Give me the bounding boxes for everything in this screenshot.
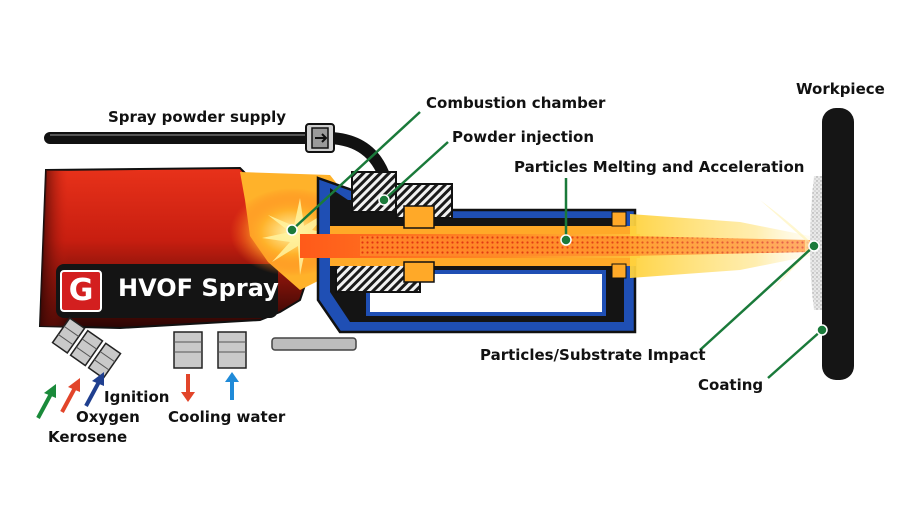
cooling-in-arrow-icon (225, 372, 239, 400)
ignition-arrow-icon (84, 372, 104, 407)
label-spray-powder-supply: Spray powder supply (108, 108, 287, 126)
kerosene-arrow-icon (36, 384, 56, 419)
label-oxygen: Oxygen (76, 408, 140, 426)
leader-particles-impact (699, 245, 815, 351)
gas-arrows (36, 372, 104, 419)
workpiece-bar (822, 108, 854, 380)
brand-logo-icon: G (60, 270, 102, 312)
label-kerosene: Kerosene (48, 428, 128, 446)
gas-fittings (51, 317, 122, 380)
leader-dots (286, 194, 828, 336)
label-workpiece: Workpiece (796, 80, 885, 98)
label-combustion-chamber: Combustion chamber (426, 94, 606, 112)
label-particles-melting: Particles Melting and Acceleration (514, 158, 805, 176)
label-powder-injection: Powder injection (452, 128, 595, 146)
brand-badge: G HVOF Spray (60, 268, 280, 316)
label-particles-impact: Particles/Substrate Impact (480, 346, 706, 364)
cooling-fittings (173, 331, 247, 369)
label-cooling-water: Cooling water (168, 408, 286, 426)
leader-coating (767, 329, 823, 379)
spray-jet (300, 200, 814, 292)
brand-plate (56, 264, 278, 318)
cooling-arrows (181, 372, 239, 402)
brand-name: HVOF Spray (118, 274, 279, 302)
spray-powder-hose (44, 123, 391, 184)
leader-lines (291, 111, 823, 379)
leader-combustion-chamber (291, 111, 421, 231)
leader-powder-injection (383, 141, 449, 201)
oxygen-arrow-icon (60, 378, 80, 413)
cooling-out-arrow-icon (181, 374, 195, 402)
label-ignition: Ignition (104, 388, 170, 406)
label-coating: Coating (698, 376, 764, 394)
